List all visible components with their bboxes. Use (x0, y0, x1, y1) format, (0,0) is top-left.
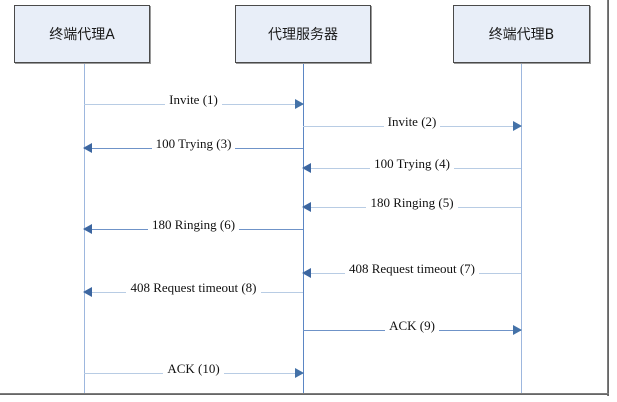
message-9[interactable]: ACK (9) (303, 318, 522, 338)
arrowhead-right-icon (513, 325, 522, 335)
message-label-1: Invite (1) (84, 92, 303, 108)
message-label-text-6: 180 Ringing (6) (147, 217, 240, 232)
message-5[interactable]: 180 Ringing (5) (302, 195, 521, 215)
message-label-8: 408 Request timeout (8) (84, 280, 303, 296)
message-label-text-2: Invite (2) (383, 114, 441, 129)
message-label-text-9: ACK (9) (385, 318, 439, 333)
frame-bottom-border (0, 393, 609, 395)
actor-label-uaA: 终端代理A (49, 27, 115, 43)
arrowhead-left-icon (302, 163, 311, 173)
message-7[interactable]: 408 Request timeout (7) (302, 261, 521, 281)
actor-label-proxy: 代理服务器 (268, 27, 338, 43)
message-label-4: 100 Trying (4) (303, 156, 521, 172)
arrowhead-left-icon (302, 268, 311, 278)
arrowhead-left-icon (83, 287, 92, 297)
message-label-2: Invite (2) (303, 114, 521, 130)
message-label-7: 408 Request timeout (7) (303, 261, 521, 277)
message-label-5: 180 Ringing (5) (303, 195, 521, 211)
arrowhead-left-icon (302, 202, 311, 212)
arrowhead-right-icon (295, 368, 304, 378)
message-label-text-10: ACK (10) (163, 361, 224, 376)
message-label-text-5: 180 Ringing (5) (366, 195, 458, 210)
actor-box-uaA[interactable]: 终端代理A (14, 5, 150, 63)
arrowhead-left-icon (83, 143, 92, 153)
message-label-text-3: 100 Trying (3) (151, 136, 236, 151)
message-8[interactable]: 408 Request timeout (8) (83, 280, 303, 300)
message-label-text-8: 408 Request timeout (8) (126, 280, 261, 295)
message-label-3: 100 Trying (3) (84, 136, 303, 152)
message-6[interactable]: 180 Ringing (6) (83, 217, 303, 237)
arrowhead-left-icon (83, 224, 92, 234)
lifeline-proxy (303, 63, 304, 393)
message-label-text-7: 408 Request timeout (7) (344, 261, 479, 276)
message-label-6: 180 Ringing (6) (84, 217, 303, 233)
lifeline-uaB (521, 63, 522, 393)
message-label-text-1: Invite (1) (165, 92, 222, 107)
message-label-text-4: 100 Trying (4) (370, 156, 454, 171)
message-4[interactable]: 100 Trying (4) (302, 156, 521, 176)
actor-box-proxy[interactable]: 代理服务器 (235, 5, 371, 63)
message-10[interactable]: ACK (10) (84, 361, 304, 381)
actor-label-uaB: 终端代理B (488, 27, 555, 43)
message-label-9: ACK (9) (303, 318, 521, 334)
message-3[interactable]: 100 Trying (3) (83, 136, 303, 156)
message-1[interactable]: Invite (1) (84, 92, 304, 112)
arrowhead-right-icon (513, 121, 522, 131)
message-label-10: ACK (10) (84, 361, 303, 377)
frame-right-border (607, 0, 609, 396)
message-2[interactable]: Invite (2) (303, 114, 522, 134)
arrowhead-right-icon (295, 99, 304, 109)
actor-box-uaB[interactable]: 终端代理B (453, 5, 590, 63)
